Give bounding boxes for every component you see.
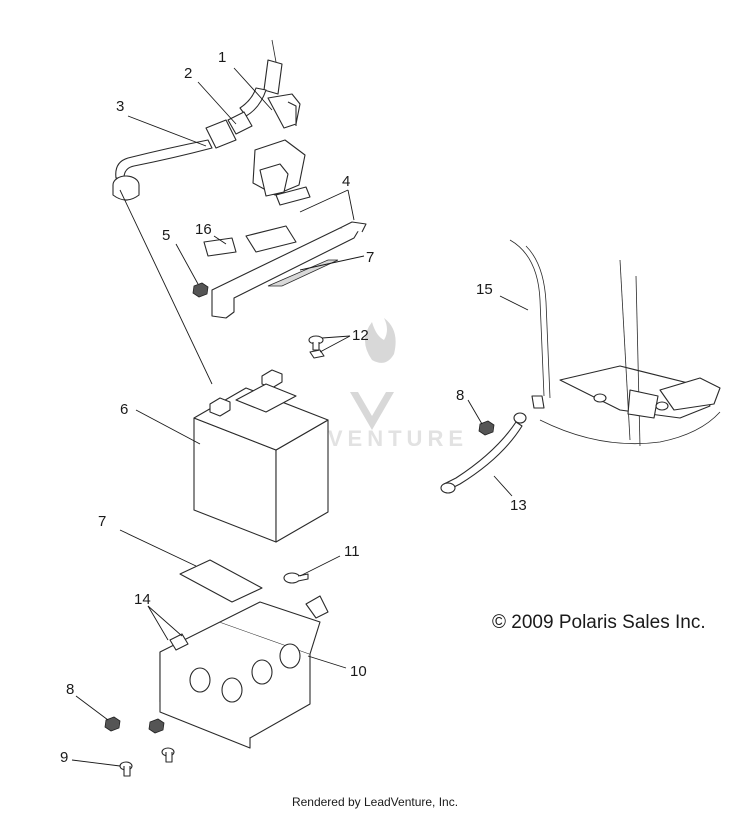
callout-9: 9 (60, 749, 68, 766)
callout-13: 13 (510, 497, 527, 514)
callout-14: 14 (134, 591, 151, 608)
callout-7-lower: 7 (98, 513, 106, 530)
battery-bracket (211, 93, 367, 319)
callout-8-lower: 8 (66, 681, 74, 698)
callout-15: 15 (476, 281, 493, 298)
callout-2: 2 (184, 65, 192, 82)
positive-cable-assembly (112, 39, 283, 201)
copyright-notice: © 2009 Polaris Sales Inc. (492, 612, 706, 633)
screw-11 (283, 572, 309, 584)
callout-1: 1 (218, 49, 226, 66)
battery-tray (148, 595, 329, 749)
battery (193, 369, 329, 543)
callout-16: 16 (195, 221, 212, 238)
callout-4: 4 (342, 173, 350, 190)
screws-12 (308, 335, 325, 359)
ground-cable-and-frame (440, 239, 721, 494)
callout-5: 5 (162, 227, 170, 244)
callout-12: 12 (352, 327, 369, 344)
leader-lines (71, 67, 529, 767)
callout-6: 6 (120, 401, 128, 418)
callout-11: 11 (344, 543, 360, 560)
render-footer: Rendered by LeadVenture, Inc. (291, 795, 459, 809)
screws-9 (119, 747, 175, 777)
callout-8-right: 8 (456, 387, 464, 404)
callout-10: 10 (350, 663, 367, 680)
battery-pad-lower (179, 559, 263, 603)
callout-numbers: 1 2 3 4 5 16 7 12 6 7 11 14 10 8 9 15 8 … (60, 49, 527, 766)
callout-3: 3 (116, 98, 124, 115)
callout-7-upper: 7 (366, 249, 374, 266)
nut-8-lower (104, 716, 121, 732)
nut-5 (192, 282, 209, 298)
battery-pad-small (203, 237, 237, 257)
